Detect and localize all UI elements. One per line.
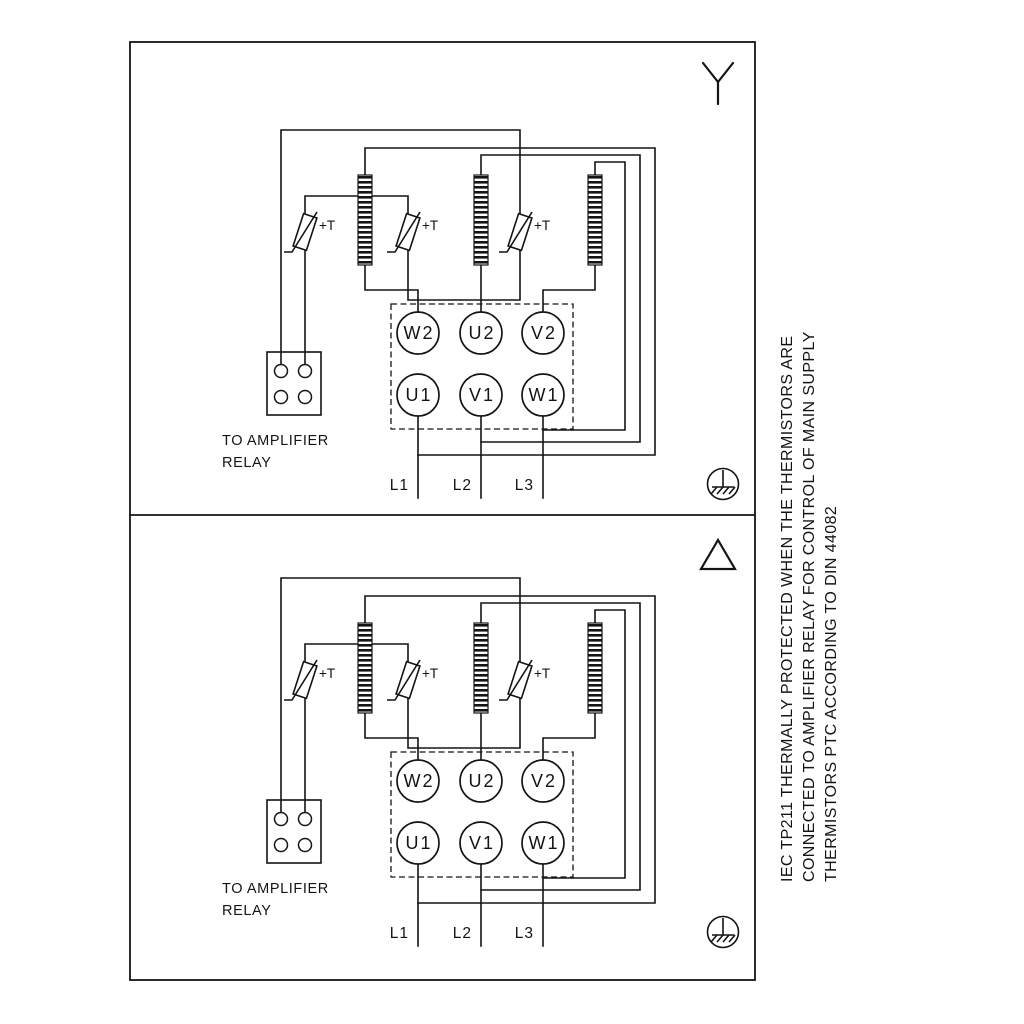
- terminal-u1: U1: [396, 821, 440, 865]
- supply-label-l1: L1: [390, 477, 409, 494]
- relay-caption-line1: TO AMPLIFIER: [222, 881, 329, 897]
- terminal-w1: W1: [521, 373, 565, 417]
- relay-contact: [273, 389, 289, 405]
- earth-ground-icon: [706, 915, 740, 949]
- thermistor-3-label: +T: [534, 666, 550, 681]
- terminal-v2-label: V2: [531, 323, 557, 343]
- terminal-w2-label: W2: [404, 771, 435, 791]
- thermistor-1: +T: [284, 211, 335, 253]
- supply-label-l3: L3: [515, 477, 534, 494]
- amplifier-relay: [266, 351, 322, 416]
- terminal-w2: W2: [396, 311, 440, 355]
- relay-contact: [297, 389, 313, 405]
- relay-contact: [297, 837, 313, 853]
- side-note: IEC TP211 THERMALLY PROTECTED WHEN THE T…: [779, 331, 840, 882]
- winding-coil-2: [473, 174, 489, 266]
- side-note-line-2: CONNECTED TO AMPLIFIER RELAY FOR CONTROL…: [801, 331, 818, 882]
- side-note-line-1: IEC TP211 THERMALLY PROTECTED WHEN THE T…: [779, 336, 796, 882]
- relay-caption-line1: TO AMPLIFIER: [222, 433, 329, 449]
- winding-coil-1: [357, 622, 373, 714]
- winding-coils: [357, 622, 603, 714]
- thermistor-1: +T: [284, 659, 335, 701]
- wiring: [280, 577, 656, 947]
- terminal-board: [390, 751, 574, 878]
- relay-contact: [297, 363, 313, 379]
- thermistor-3: +T: [499, 211, 550, 253]
- thermistor-2-label: +T: [422, 666, 438, 681]
- winding-coil-3: [587, 622, 603, 714]
- terminal-u1-label: U1: [405, 385, 432, 405]
- terminal-u1-label: U1: [405, 833, 432, 853]
- terminal-v1: V1: [459, 821, 503, 865]
- terminal-v2: V2: [521, 311, 565, 355]
- supply-label-l2: L2: [453, 477, 472, 494]
- winding-coil-3: [587, 174, 603, 266]
- thermistor-3: +T: [499, 659, 550, 701]
- terminal-v1-label: V1: [469, 833, 495, 853]
- relay-caption-line2: RELAY: [222, 455, 271, 471]
- terminal-u1: U1: [396, 373, 440, 417]
- amplifier-relay: [266, 799, 322, 864]
- earth-ground-icon: [706, 467, 740, 501]
- terminal-w2: W2: [396, 759, 440, 803]
- relay-contact: [273, 363, 289, 379]
- terminal-w1: W1: [521, 821, 565, 865]
- relay-contact: [273, 811, 289, 827]
- terminal-v1: V1: [459, 373, 503, 417]
- winding-coils: [357, 174, 603, 266]
- diagram-border: [129, 41, 756, 981]
- wiring: [280, 129, 656, 499]
- circuit-delta: +T +T +T TO AMPLIFIER RELAY W2: [222, 577, 740, 949]
- terminal-w2-label: W2: [404, 323, 435, 343]
- thermistor-2: +T: [387, 659, 438, 701]
- relay-contact: [297, 811, 313, 827]
- thermistor-3-label: +T: [534, 218, 550, 233]
- thermistor-1-label: +T: [319, 666, 335, 681]
- side-note-line-3: THERMISTORS PTC ACCORDING TO DIN 44082: [823, 506, 840, 882]
- terminal-w1-label: W1: [529, 833, 560, 853]
- terminal-u2: U2: [459, 759, 503, 803]
- terminal-u2-label: U2: [468, 323, 495, 343]
- terminal-u2: U2: [459, 311, 503, 355]
- supply-label-l3: L3: [515, 925, 534, 942]
- terminal-v2: V2: [521, 759, 565, 803]
- terminal-u2-label: U2: [468, 771, 495, 791]
- terminal-v1-label: V1: [469, 385, 495, 405]
- terminal-w1-label: W1: [529, 385, 560, 405]
- circuit-star: +T +T +T TO AMPLIFIER RELAY W2: [222, 129, 740, 501]
- winding-coil-2: [473, 622, 489, 714]
- thermistor-1-label: +T: [319, 218, 335, 233]
- thermistor-2-label: +T: [422, 218, 438, 233]
- delta-connection-icon: [699, 537, 737, 571]
- terminal-v2-label: V2: [531, 771, 557, 791]
- relay-contact: [273, 837, 289, 853]
- thermistor-2: +T: [387, 211, 438, 253]
- supply-label-l1: L1: [390, 925, 409, 942]
- winding-coil-1: [357, 174, 373, 266]
- star-connection-icon: [701, 61, 735, 106]
- relay-caption-line2: RELAY: [222, 903, 271, 919]
- supply-label-l2: L2: [453, 925, 472, 942]
- terminal-board: [390, 303, 574, 430]
